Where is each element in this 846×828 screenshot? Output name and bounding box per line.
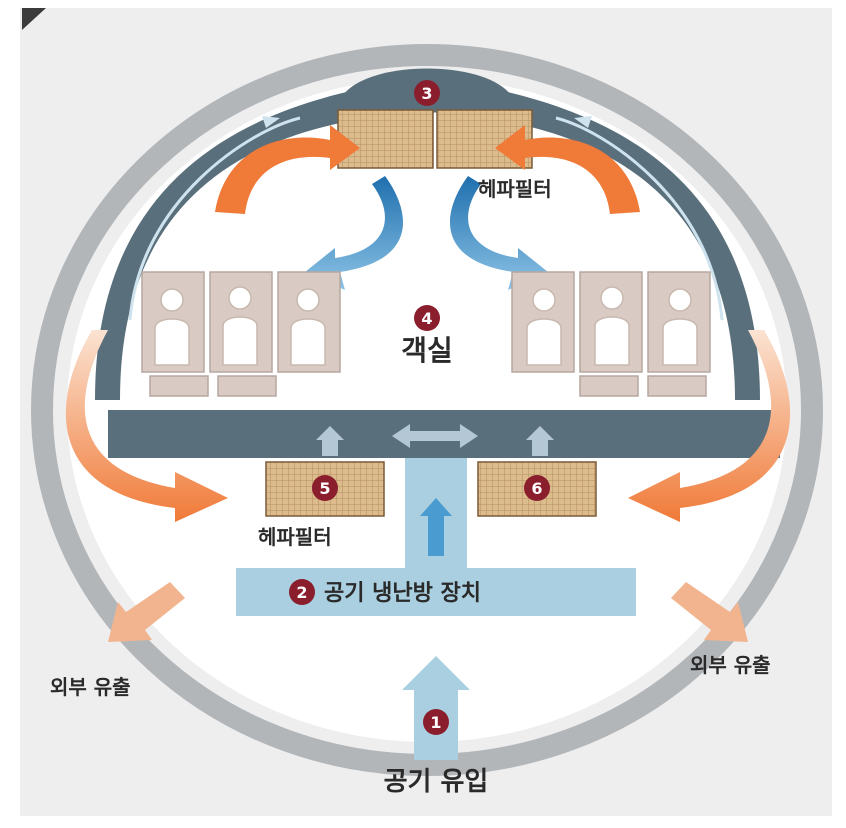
marker-6: 6 bbox=[524, 475, 550, 501]
orange-arrow-top-right bbox=[495, 125, 640, 214]
inflow-arrow bbox=[402, 656, 470, 760]
hepa-filter-bottom-label: 헤파필터 bbox=[258, 525, 332, 549]
duct-flow-line-right bbox=[555, 116, 724, 321]
outflow-arrow-left bbox=[108, 582, 185, 642]
svg-text:6: 6 bbox=[531, 479, 542, 498]
passengers-right bbox=[526, 286, 698, 366]
duct-arrowhead-left bbox=[262, 116, 280, 128]
marker-1: 1 bbox=[423, 709, 449, 735]
up-arrow-left bbox=[316, 426, 344, 456]
orange-arrow-side-right bbox=[628, 330, 791, 522]
blue-arrow-left bbox=[305, 176, 404, 290]
hepa-filter-5 bbox=[265, 461, 385, 517]
marker-3: 3 bbox=[414, 80, 440, 106]
orange-arrow-top-left bbox=[215, 125, 360, 214]
duct-flow-line-left bbox=[128, 116, 301, 321]
svg-text:1: 1 bbox=[430, 713, 441, 732]
outflow-right-label: 외부 유출 bbox=[690, 653, 771, 677]
svg-text:3: 3 bbox=[421, 84, 432, 103]
orange-arrow-side-left bbox=[65, 330, 229, 522]
floor-double-arrow bbox=[392, 424, 478, 448]
svg-text:2: 2 bbox=[296, 583, 307, 602]
svg-text:4: 4 bbox=[421, 309, 432, 328]
passengers-left bbox=[154, 286, 326, 366]
marker-5: 5 bbox=[312, 475, 338, 501]
svg-text:5: 5 bbox=[319, 479, 330, 498]
supply-up-arrow bbox=[420, 498, 452, 556]
outflow-left-label: 외부 유출 bbox=[50, 675, 131, 699]
outflow-arrow-right bbox=[671, 582, 748, 642]
marker-4: 4 bbox=[414, 305, 440, 331]
air-inflow-label: 공기 유입 bbox=[384, 767, 489, 797]
hepa-filter-top-label: 헤파필터 bbox=[478, 177, 552, 201]
duct-arrowhead-right bbox=[574, 116, 592, 128]
hepa-filter-top bbox=[337, 109, 533, 169]
fuselage-ring bbox=[31, 44, 823, 776]
cabin-label: 객실 bbox=[401, 334, 453, 367]
up-arrow-right bbox=[526, 426, 554, 456]
corner-mark bbox=[22, 8, 46, 30]
marker-2: 2 bbox=[289, 579, 315, 605]
hvac-label: 공기 냉난방 장치 bbox=[324, 581, 481, 606]
blue-arrow-right bbox=[449, 176, 548, 290]
